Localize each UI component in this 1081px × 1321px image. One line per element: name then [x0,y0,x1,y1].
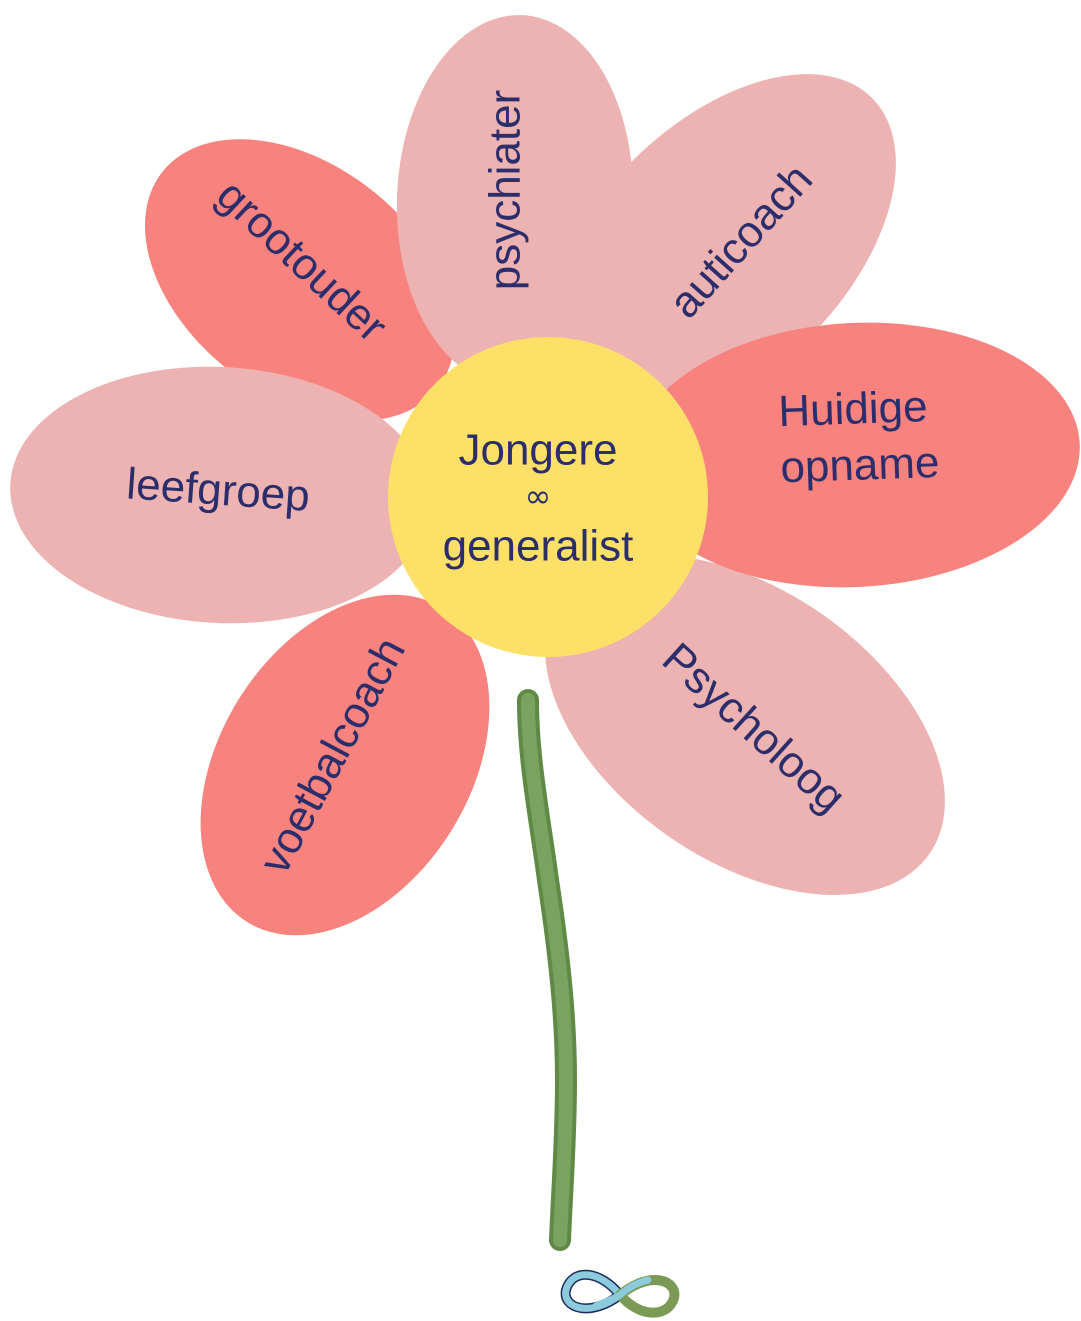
center-label-jongere: Jongere [458,426,617,475]
label-huidige-opname-line2: opname [780,438,941,493]
infinity-logo-icon [566,1275,675,1313]
flower-stem-highlight [528,700,566,1240]
label-huidige-opname-line1: Huidige [777,382,928,436]
label-psychiater: psychiater [481,90,530,291]
center-label-generalist: generalist [443,522,634,571]
center-infinity-symbol: ∞ [525,477,552,515]
